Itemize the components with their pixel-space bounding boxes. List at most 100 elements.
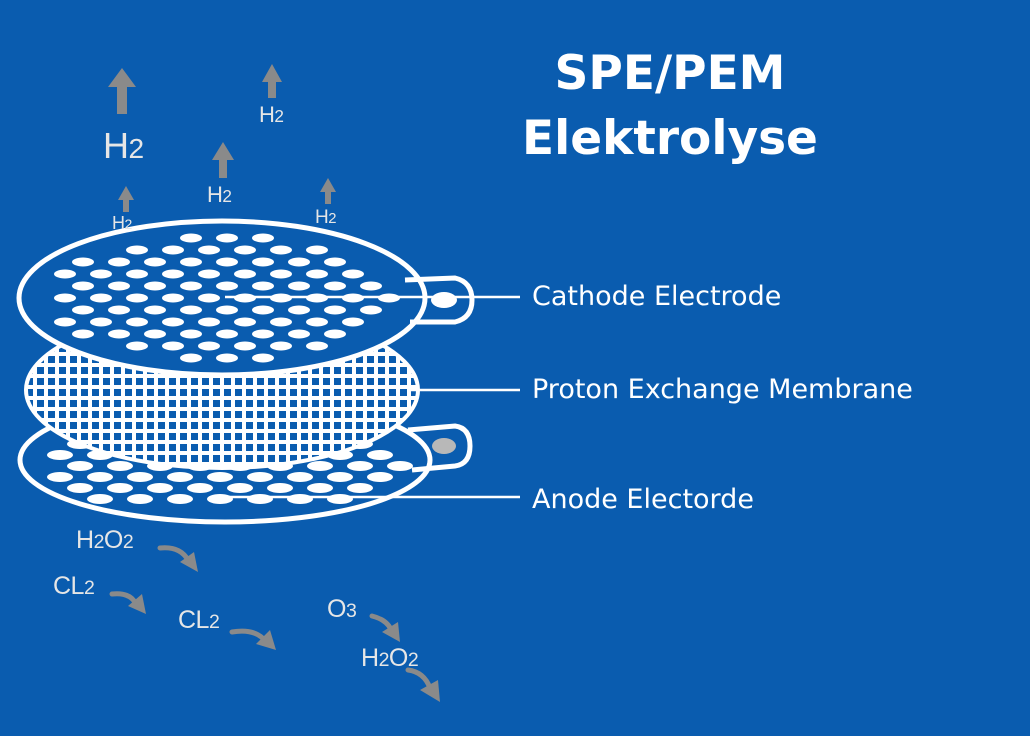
mesh-cell bbox=[378, 345, 385, 352]
cathode-hole bbox=[252, 329, 274, 339]
cathode-hole bbox=[270, 317, 292, 327]
up-arrow-icon bbox=[262, 64, 282, 98]
mesh-cell bbox=[92, 433, 99, 440]
mesh-cell bbox=[147, 455, 154, 462]
mesh-cell bbox=[301, 444, 308, 451]
mesh-cell bbox=[345, 422, 352, 429]
cathode-hole bbox=[324, 305, 346, 315]
mesh-cell bbox=[103, 389, 110, 396]
mesh-cell bbox=[81, 400, 88, 407]
mesh-cell bbox=[191, 411, 198, 418]
cathode-perforations bbox=[54, 233, 400, 363]
mesh-cell bbox=[213, 400, 220, 407]
mesh-cell bbox=[268, 444, 275, 451]
cathode-hole bbox=[252, 305, 274, 315]
anode-hole bbox=[87, 472, 113, 482]
mesh-cell bbox=[246, 455, 253, 462]
mesh-cell bbox=[400, 367, 407, 374]
mesh-cell bbox=[202, 378, 209, 385]
mesh-cell bbox=[290, 422, 297, 429]
mesh-cell bbox=[158, 433, 165, 440]
cathode-hole bbox=[198, 293, 220, 303]
up-arrow-icon bbox=[320, 178, 336, 204]
anode-hole bbox=[347, 461, 373, 471]
anode-electrode-label: Anode Electorde bbox=[532, 484, 754, 515]
cathode-hole bbox=[324, 257, 346, 267]
mesh-cell bbox=[257, 433, 264, 440]
mesh-cell bbox=[378, 400, 385, 407]
mesh-cell bbox=[37, 378, 44, 385]
mesh-cell bbox=[279, 400, 286, 407]
mesh-cell bbox=[114, 444, 121, 451]
mesh-cell bbox=[345, 400, 352, 407]
mesh-cell bbox=[312, 400, 319, 407]
mesh-cell bbox=[356, 422, 363, 429]
mesh-cell bbox=[48, 389, 55, 396]
mesh-cell bbox=[169, 455, 176, 462]
cathode-hole bbox=[234, 245, 256, 255]
mesh-cell bbox=[147, 389, 154, 396]
mesh-cell bbox=[191, 433, 198, 440]
mesh-cell bbox=[103, 411, 110, 418]
mesh-cell bbox=[202, 444, 209, 451]
cathode-hole bbox=[126, 293, 148, 303]
mesh-cell bbox=[235, 400, 242, 407]
mesh-cell bbox=[334, 433, 341, 440]
mesh-cell bbox=[290, 389, 297, 396]
mesh-cell bbox=[180, 433, 187, 440]
mesh-cell bbox=[37, 367, 44, 374]
mesh-cell bbox=[312, 378, 319, 385]
mesh-cell bbox=[246, 400, 253, 407]
cathode-hole bbox=[288, 305, 310, 315]
mesh-cell bbox=[202, 433, 209, 440]
cathode-hole bbox=[252, 353, 274, 363]
mesh-cell bbox=[279, 378, 286, 385]
cathode-hole bbox=[234, 317, 256, 327]
h2-label-top: H2 bbox=[259, 102, 284, 127]
mesh-cell bbox=[279, 444, 286, 451]
curved-arrow-icon bbox=[157, 545, 191, 563]
mesh-cell bbox=[202, 455, 209, 462]
mesh-cell bbox=[224, 455, 231, 462]
mesh-cell bbox=[169, 411, 176, 418]
cathode-hole bbox=[198, 317, 220, 327]
mesh-cell bbox=[290, 444, 297, 451]
mesh-cell bbox=[37, 345, 44, 352]
anode-hole bbox=[327, 494, 353, 504]
mesh-cell bbox=[92, 378, 99, 385]
anode-hole bbox=[87, 494, 113, 504]
mesh-cell bbox=[169, 422, 176, 429]
mesh-cell bbox=[26, 334, 33, 341]
mesh-cell bbox=[345, 367, 352, 374]
mesh-cell bbox=[367, 400, 374, 407]
mesh-cell bbox=[356, 400, 363, 407]
cathode-hole bbox=[198, 269, 220, 279]
mesh-cell bbox=[81, 422, 88, 429]
arrow-head-icon bbox=[128, 594, 146, 614]
mesh-cell bbox=[268, 389, 275, 396]
cathode-hole bbox=[180, 305, 202, 315]
mesh-cell bbox=[147, 444, 154, 451]
mesh-cell bbox=[235, 433, 242, 440]
cathode-hole bbox=[288, 257, 310, 267]
h2-label-left: H2 bbox=[112, 213, 132, 233]
mesh-cell bbox=[125, 422, 132, 429]
cathode-hole bbox=[126, 245, 148, 255]
mesh-cell bbox=[158, 411, 165, 418]
mesh-cell bbox=[26, 378, 33, 385]
mesh-cell bbox=[147, 433, 154, 440]
mesh-cell bbox=[312, 367, 319, 374]
mesh-cell bbox=[323, 422, 330, 429]
cathode-hole bbox=[90, 269, 112, 279]
mesh-cell bbox=[213, 422, 220, 429]
mesh-cell bbox=[26, 422, 33, 429]
mesh-cell bbox=[411, 356, 418, 363]
mesh-cell bbox=[70, 433, 77, 440]
cathode-hole bbox=[180, 281, 202, 291]
cathode-hole bbox=[72, 257, 94, 267]
mesh-cell bbox=[147, 400, 154, 407]
mesh-cell bbox=[389, 356, 396, 363]
mesh-cell bbox=[312, 389, 319, 396]
cathode-hole bbox=[72, 305, 94, 315]
